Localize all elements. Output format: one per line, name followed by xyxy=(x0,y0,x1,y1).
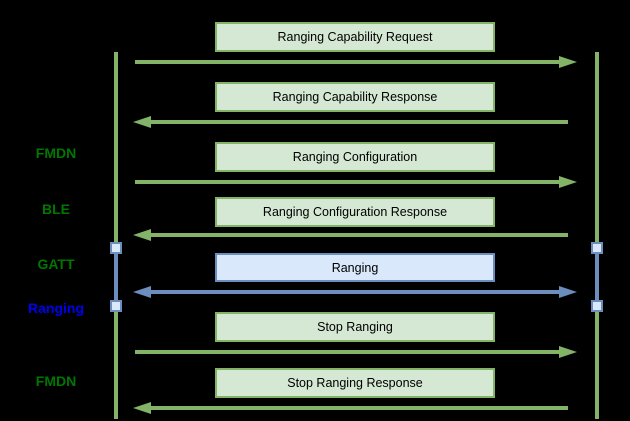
message-label: Ranging Configuration Response xyxy=(262,205,448,219)
lifeline-segment-gatt-top xyxy=(595,52,599,242)
message-box-ranging-configuration: Ranging Configuration xyxy=(215,142,495,172)
lifeline-segment-gatt-bottom xyxy=(113,312,118,419)
arrowhead-right-icon xyxy=(559,176,577,188)
section-label-line: GATT xyxy=(37,256,75,272)
lifeline-right xyxy=(591,52,603,419)
arrowhead-right-icon xyxy=(559,56,577,68)
arrow-shaft xyxy=(145,120,568,124)
arrow-stop-ranging-response xyxy=(133,402,577,414)
arrowhead-left-icon xyxy=(133,229,151,241)
arrow-ranging-capability-response xyxy=(133,116,577,128)
ranging-endpoint-marker xyxy=(109,300,122,312)
section-label-ranging: Ranging xyxy=(12,262,100,355)
lifeline-left xyxy=(109,52,122,419)
section-label-line: Ranging xyxy=(28,300,84,316)
message-box-ranging-capability-response: Ranging Capability Response xyxy=(215,82,495,112)
arrow-stop-ranging xyxy=(133,346,577,358)
message-label: Stop Ranging xyxy=(317,320,393,334)
message-box-stop-ranging-response: Stop Ranging Response xyxy=(215,368,495,398)
arrow-shaft xyxy=(145,233,568,237)
arrow-ranging-configuration-response xyxy=(133,229,577,241)
arrow-shaft xyxy=(145,290,565,294)
arrowhead-right-icon xyxy=(559,346,577,358)
message-label: Ranging xyxy=(331,260,379,275)
arrow-ranging-bidirectional xyxy=(133,286,577,298)
arrowhead-right-icon xyxy=(559,286,577,298)
section-label-line: FMDN xyxy=(35,373,77,389)
section-label-line: BLE xyxy=(42,200,70,217)
lifeline-segment-ranging xyxy=(595,254,599,300)
ranging-endpoint-marker xyxy=(591,300,603,312)
arrowhead-left-icon xyxy=(133,286,151,298)
message-box-ranging: Ranging xyxy=(215,253,495,282)
arrow-ranging-configuration xyxy=(133,176,577,188)
arrow-shaft xyxy=(135,180,565,184)
message-box-ranging-capability-request: Ranging Capability Request xyxy=(215,22,495,52)
message-box-ranging-configuration-response: Ranging Configuration Response xyxy=(215,197,495,227)
lifeline-segment-gatt-bottom xyxy=(595,312,599,419)
section-label-line: FMDN xyxy=(35,145,77,161)
ranging-endpoint-marker xyxy=(591,242,603,254)
ranging-endpoint-marker xyxy=(109,242,122,254)
lifeline-segment-ranging xyxy=(113,254,118,300)
message-label: Stop Ranging Response xyxy=(287,376,423,390)
arrow-shaft xyxy=(145,406,568,410)
message-label: Ranging Capability Response xyxy=(272,90,438,104)
arrow-shaft xyxy=(135,350,565,354)
section-label-fmdn-ble-gatt-top: FMDN BLE GATT xyxy=(12,107,100,311)
arrowhead-left-icon xyxy=(133,116,151,128)
arrowhead-left-icon xyxy=(133,402,151,414)
section-label-fmdn-ble-gatt-bottom: FMDN BLE GATT xyxy=(12,335,100,421)
arrow-shaft xyxy=(135,60,565,64)
arrow-ranging-capability-request xyxy=(133,56,577,68)
message-label: Ranging Capability Request xyxy=(277,30,433,44)
lifeline-segment-gatt-top xyxy=(113,52,118,242)
message-label: Ranging Configuration xyxy=(292,150,418,164)
message-box-stop-ranging: Stop Ranging xyxy=(215,312,495,342)
